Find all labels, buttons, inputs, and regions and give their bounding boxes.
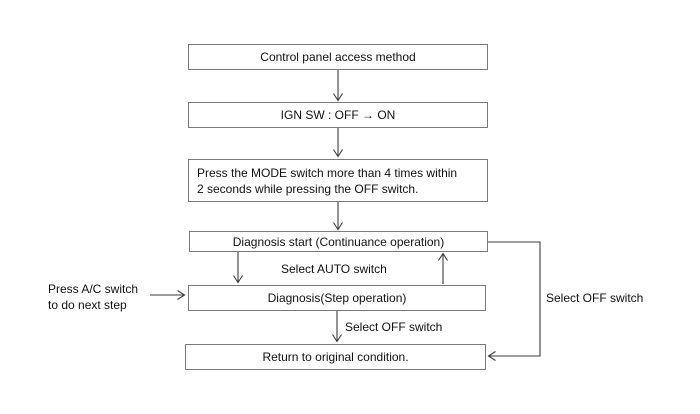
node-label-line1: Press the MODE switch more than 4 times … — [197, 165, 458, 180]
node-label-line2: 2 seconds while pressing the OFF switch. — [197, 181, 419, 196]
node-ign-sw-off-on: IGN SW : OFF → ON — [188, 102, 488, 128]
edge-label-press-ac-line1: Press A/C switch — [48, 282, 139, 296]
edge-label-press-ac-line2: to do next step — [48, 298, 127, 312]
edge-label-select-auto-switch: Select AUTO switch — [281, 262, 387, 276]
edge-label-select-off-switch-mid: Select OFF switch — [345, 320, 443, 334]
node-diagnosis-step-operation: Diagnosis(Step operation) — [188, 285, 486, 311]
node-label: IGN SW : OFF → ON — [280, 108, 396, 122]
node-label: Diagnosis(Step operation) — [267, 291, 407, 305]
node-diagnosis-start: Diagnosis start (Continuance operation) — [189, 231, 488, 252]
node-control-panel-access-method: Control panel access method — [188, 44, 488, 70]
edge-label-select-off-switch-right: Select OFF switch — [546, 291, 644, 305]
node-return-to-original-condition: Return to original condition. — [185, 344, 486, 370]
edge-label-press-ac-switch: Press A/C switch to do next step — [48, 281, 138, 313]
node-press-mode-switch: Press the MODE switch more than 4 times … — [188, 159, 488, 202]
node-label: Diagnosis start (Continuance operation) — [232, 234, 445, 249]
node-label: Return to original condition. — [262, 350, 409, 364]
node-label: Control panel access method — [260, 50, 416, 64]
arrow-box4-to-box6-loop — [487, 241, 541, 361]
